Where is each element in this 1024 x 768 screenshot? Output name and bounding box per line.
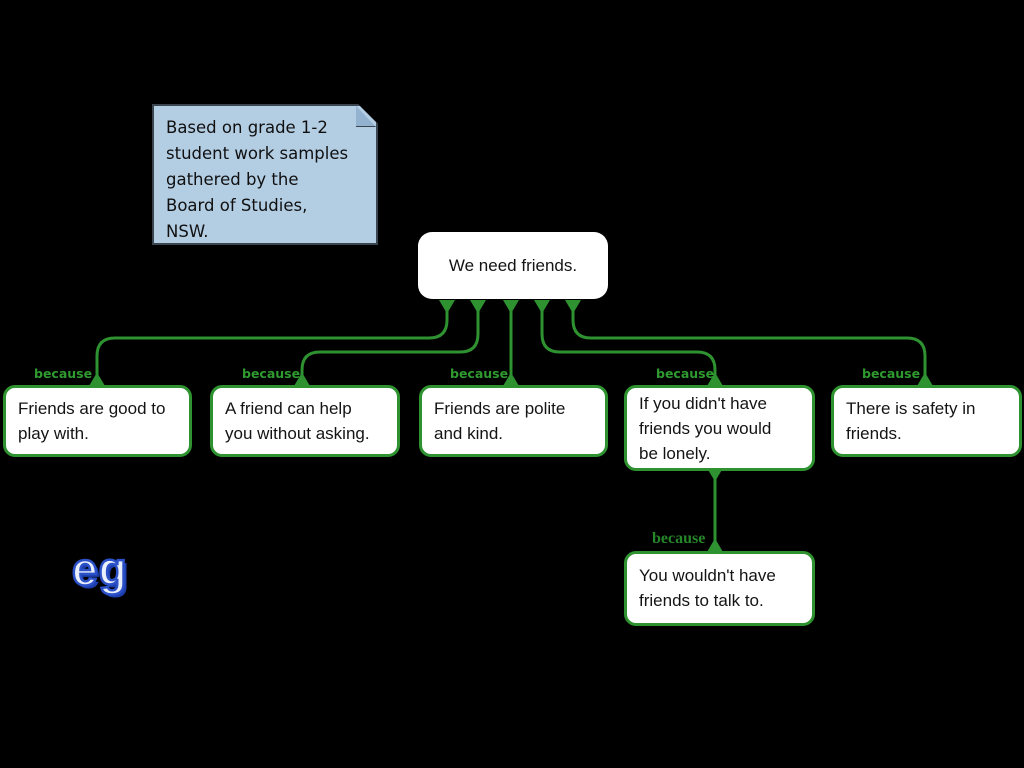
flare-child-4	[707, 375, 723, 386]
flare-root-1	[439, 300, 455, 311]
flare-sub-top	[707, 541, 723, 552]
connector-paths	[95, 300, 927, 545]
connector-reason-4	[540, 300, 717, 378]
root-node: We need friends.	[418, 232, 608, 299]
reason-node-5: There is safety in friends.	[831, 385, 1022, 457]
reason-node-2: A friend can help you without asking.	[210, 385, 400, 457]
because-label-1: because	[34, 366, 93, 381]
sticky-note: Based on grade 1-2 student work samples …	[152, 104, 378, 245]
flare-root-4	[534, 300, 550, 311]
reason-node-1: Friends are good to play with.	[3, 385, 192, 457]
flare-root-2	[470, 300, 486, 311]
flare-root-5	[565, 300, 581, 311]
because-label-3: because	[450, 366, 509, 381]
flare-child-3	[503, 375, 519, 386]
flare-child-2	[294, 375, 310, 386]
connector-reason-2	[300, 300, 480, 378]
sub-reason-node: You wouldn't have friends to talk to.	[624, 551, 815, 626]
because-label-4: because	[656, 366, 715, 381]
connector-reason-1	[95, 300, 449, 378]
flare-child-5	[917, 375, 933, 386]
flare-child-1	[89, 375, 105, 386]
flare-root-3	[503, 300, 519, 311]
reason-node-3: Friends are polite and kind.	[419, 385, 608, 457]
because-label-sub: because	[652, 530, 706, 547]
connector-reason-5	[571, 300, 927, 378]
because-label-2: because	[242, 366, 301, 381]
note-text: Based on grade 1-2 student work samples …	[166, 118, 349, 241]
reason-node-4: If you didn't have friends you would be …	[624, 385, 815, 471]
eg-label: eg	[71, 542, 128, 597]
because-label-5: because	[862, 366, 921, 381]
